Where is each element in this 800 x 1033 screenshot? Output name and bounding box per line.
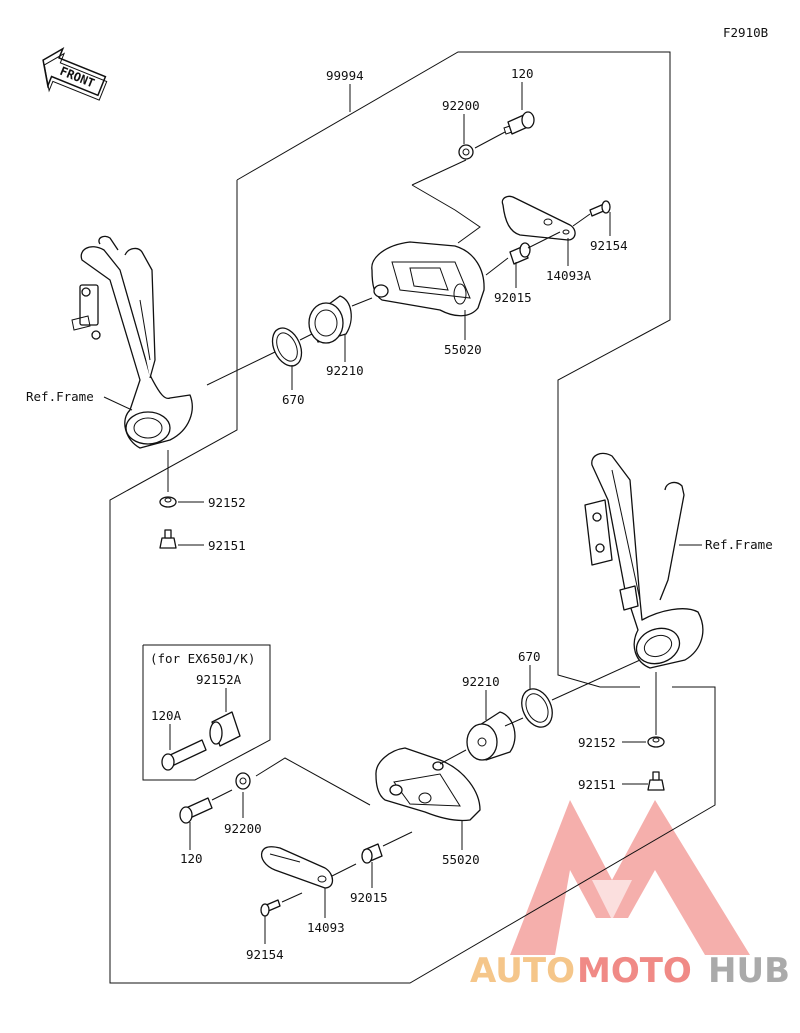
label-ring-top: 670 (282, 392, 305, 407)
label-plate-bottom: 14093 (307, 920, 345, 935)
label-frame-right: Ref.Frame (705, 537, 773, 552)
frame-right-part (584, 452, 704, 669)
slider-bottom-part (375, 747, 481, 822)
frame-left-part (71, 235, 193, 449)
slider-top-part (371, 241, 485, 317)
label-bolt-variant: 120A (151, 708, 182, 723)
label-nut-right: 92151 (578, 777, 616, 792)
label-screw-bottom: 92154 (246, 947, 284, 962)
axis-top (206, 351, 276, 386)
label-washer-right: 92152 (578, 735, 616, 750)
watermark-moto: MOTO (577, 951, 692, 991)
washer-top-part (458, 144, 474, 160)
label-screw-top: 92154 (590, 238, 628, 253)
spacer-variant-part (209, 711, 241, 747)
variant-box (142, 644, 271, 781)
washer-right-part (647, 736, 665, 748)
screw-top-part (589, 200, 611, 217)
figure-code: F2910B (723, 25, 768, 40)
screw-bottom-part (260, 899, 281, 917)
bolt-variant-part (161, 739, 207, 771)
label-spacer-bottom: 92210 (462, 674, 500, 689)
label-collar-bottom: 92015 (350, 890, 388, 905)
collar-top-part (509, 242, 531, 265)
label-washer-left: 92152 (208, 495, 246, 510)
label-frame-left: Ref.Frame (26, 389, 94, 404)
watermark-triangle-mark (510, 800, 750, 955)
ring-bottom-part (521, 688, 553, 728)
label-spacer-variant: 92152A (196, 672, 242, 687)
kit-group-outline (236, 51, 671, 688)
variant-box-label: (for EX650J/K) (150, 651, 255, 666)
label-collar-top: 92015 (494, 290, 532, 305)
spacer-bottom-part (466, 711, 516, 761)
label-washer-top: 92200 (442, 98, 480, 113)
nut-left-part (159, 529, 177, 549)
plate-bottom-part (260, 846, 334, 889)
bolt-bottom-part (179, 797, 213, 824)
label-nut-left: 92151 (208, 538, 246, 553)
label-washer-bottom: 92200 (224, 821, 262, 836)
kit-group-outline-left (109, 180, 716, 984)
label-slider-top: 55020 (444, 342, 482, 357)
nut-right-part (647, 771, 665, 791)
watermark-auto: AUTO (470, 951, 575, 991)
ring-top-part (271, 327, 303, 367)
label-plate-top: 14093A (546, 268, 592, 283)
watermark-text: AUTO MOTO HUB (470, 951, 790, 991)
label-ring-bottom: 670 (518, 649, 541, 664)
spacer-top-part (308, 295, 352, 344)
plate-top-part (501, 195, 576, 241)
washer-left-part (159, 496, 177, 508)
label-slider-bottom: 55020 (442, 852, 480, 867)
bolt-top-part (503, 111, 535, 135)
collar-bottom-part (361, 843, 383, 864)
washer-bottom-part (235, 772, 251, 790)
label-bolt-top: 120 (511, 66, 534, 81)
watermark-triangle-inner (592, 880, 632, 920)
label-kit: 99994 (326, 68, 364, 83)
label-bolt-bottom: 120 (180, 851, 203, 866)
watermark-logo (510, 800, 750, 955)
front-arrow-icon: FRONT (42, 46, 108, 101)
watermark-hub: HUB (708, 951, 790, 991)
label-spacer-top: 92210 (326, 363, 364, 378)
